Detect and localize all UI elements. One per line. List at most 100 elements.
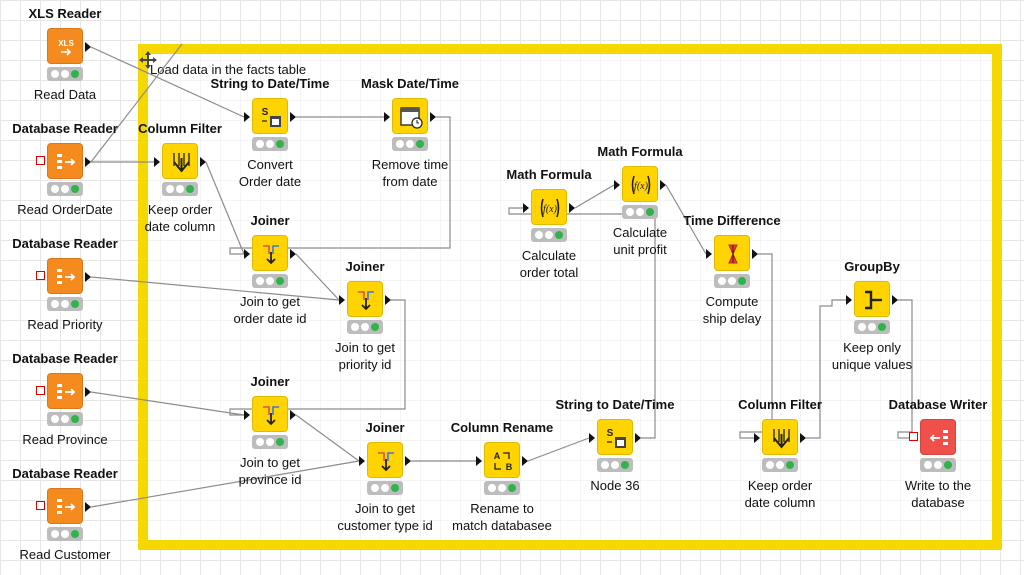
input-port[interactable] xyxy=(846,295,852,305)
math-formula-icon[interactable]: f(x) xyxy=(622,166,658,202)
xls-icon[interactable]: XLS xyxy=(47,28,83,64)
db-reader-icon[interactable] xyxy=(47,373,83,409)
math-formula-icon[interactable]: f(x) xyxy=(531,189,567,225)
move-icon[interactable] xyxy=(138,50,158,70)
node-label[interactable]: Read Province xyxy=(22,432,108,447)
connection-wire[interactable] xyxy=(90,276,340,301)
connection-wire[interactable] xyxy=(806,299,846,439)
input-port[interactable] xyxy=(36,501,45,510)
node-label[interactable]: Join to get order date id xyxy=(233,294,307,326)
node-title: Database Reader xyxy=(12,121,118,136)
connection-wire[interactable] xyxy=(90,43,183,163)
output-port[interactable] xyxy=(405,456,411,466)
input-port[interactable] xyxy=(36,156,45,165)
output-port[interactable] xyxy=(290,410,296,420)
output-port[interactable] xyxy=(569,203,575,213)
node-label[interactable]: Calculate order total xyxy=(519,248,579,280)
output-port[interactable] xyxy=(85,272,91,282)
db-reader-icon[interactable] xyxy=(47,143,83,179)
connection-wire[interactable] xyxy=(229,116,451,255)
connection-wire[interactable] xyxy=(508,207,656,439)
connection-wire[interactable] xyxy=(229,299,406,416)
column-filter-icon[interactable] xyxy=(762,419,798,455)
mask-date-icon[interactable] xyxy=(392,98,428,134)
column-filter-icon[interactable] xyxy=(162,143,198,179)
input-port[interactable] xyxy=(359,456,365,466)
input-port[interactable] xyxy=(36,386,45,395)
db-reader-icon[interactable] xyxy=(47,258,83,294)
connection-wire[interactable] xyxy=(90,460,360,508)
joiner-icon[interactable] xyxy=(347,281,383,317)
input-port[interactable] xyxy=(154,157,160,167)
node-label[interactable]: Convert Order date xyxy=(238,157,302,189)
output-port[interactable] xyxy=(85,502,91,512)
db-reader-icon[interactable] xyxy=(47,488,83,524)
node-title: String to Date/Time xyxy=(555,397,675,412)
output-port[interactable] xyxy=(85,42,91,52)
groupby-icon[interactable] xyxy=(854,281,890,317)
connection-wire[interactable] xyxy=(897,299,913,439)
input-port[interactable] xyxy=(244,112,250,122)
input-port[interactable] xyxy=(476,456,482,466)
input-port[interactable] xyxy=(614,180,620,190)
connection-wire[interactable] xyxy=(527,437,590,462)
connection-wire[interactable] xyxy=(90,46,245,118)
input-port[interactable] xyxy=(754,433,760,443)
input-port[interactable] xyxy=(706,249,712,259)
input-port[interactable] xyxy=(244,249,250,259)
input-port[interactable] xyxy=(384,112,390,122)
output-port[interactable] xyxy=(752,249,758,259)
output-port[interactable] xyxy=(85,387,91,397)
node-label[interactable]: Calculate unit profit xyxy=(612,225,668,257)
node-label[interactable]: Rename to match databasee xyxy=(452,501,552,533)
joiner-icon[interactable] xyxy=(252,396,288,432)
node-label[interactable]: Join to get customer type id xyxy=(337,501,433,533)
connection-wire[interactable] xyxy=(205,161,245,255)
node-label[interactable]: Keep only unique values xyxy=(831,340,913,372)
joiner-icon[interactable] xyxy=(367,442,403,478)
node-label[interactable]: Write to the database xyxy=(904,478,972,510)
string-to-date-icon[interactable]: S xyxy=(252,98,288,134)
node-label[interactable]: Node 36 xyxy=(590,478,640,493)
output-port[interactable] xyxy=(522,456,528,466)
node-label[interactable]: Keep order date column xyxy=(744,478,816,510)
node-label[interactable]: Read Priority xyxy=(27,317,103,332)
input-port[interactable] xyxy=(339,295,345,305)
output-port[interactable] xyxy=(635,433,641,443)
input-port[interactable] xyxy=(589,433,595,443)
node-label[interactable]: Read Customer xyxy=(19,547,111,562)
input-port[interactable] xyxy=(523,203,529,213)
node-label[interactable]: Compute ship delay xyxy=(702,294,762,326)
input-port[interactable] xyxy=(244,410,250,420)
time-difference-icon[interactable] xyxy=(714,235,750,271)
output-port[interactable] xyxy=(660,180,666,190)
svg-text:S: S xyxy=(607,428,614,439)
output-port[interactable] xyxy=(385,295,391,305)
output-port[interactable] xyxy=(290,249,296,259)
connection-wire[interactable] xyxy=(295,253,340,301)
connection-wire[interactable] xyxy=(574,184,615,209)
input-port[interactable] xyxy=(36,271,45,280)
node-label[interactable]: Remove time from date xyxy=(371,157,449,189)
output-port[interactable] xyxy=(85,157,91,167)
node-label[interactable]: Read Data xyxy=(33,87,97,102)
output-port[interactable] xyxy=(290,112,296,122)
connection-wire[interactable] xyxy=(295,414,360,462)
node-label[interactable]: Join to get province id xyxy=(238,455,302,487)
output-port[interactable] xyxy=(200,157,206,167)
output-port[interactable] xyxy=(430,112,436,122)
connection-wire[interactable] xyxy=(665,184,707,255)
output-port[interactable] xyxy=(892,295,898,305)
joiner-icon[interactable] xyxy=(252,235,288,271)
string-to-date-icon[interactable]: S xyxy=(597,419,633,455)
connection-wire[interactable] xyxy=(739,253,773,439)
db-writer-icon[interactable] xyxy=(920,419,956,455)
input-port[interactable] xyxy=(909,432,918,441)
node-label[interactable]: Read OrderDate xyxy=(17,202,113,217)
connection-wire[interactable] xyxy=(90,391,245,416)
status-traffic-light xyxy=(762,458,798,472)
node-label[interactable]: Join to get priority id xyxy=(335,340,395,372)
node-label[interactable]: Keep order date column xyxy=(144,202,216,234)
output-port[interactable] xyxy=(800,433,806,443)
